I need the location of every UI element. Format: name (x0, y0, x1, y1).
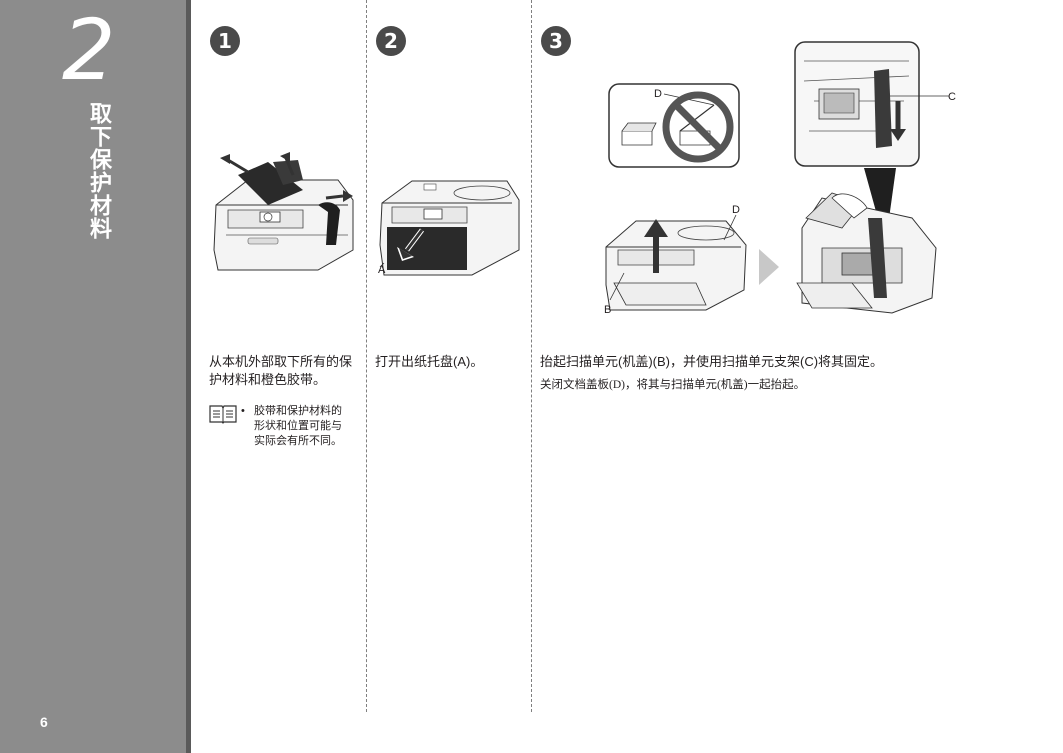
inset-connector (864, 168, 896, 226)
step-3-badge: 3 (541, 26, 571, 56)
sidebar-edge (186, 0, 191, 753)
step-1-text: 从本机外部取下所有的保护材料和橙色胶带。 (209, 354, 353, 387)
step-2-text: 打开出纸托盘(A)。 (375, 354, 484, 369)
label-d-inset: D (654, 88, 662, 100)
step-2-badge: 2 (376, 26, 406, 56)
column-divider (531, 0, 532, 712)
note-bullet: • (241, 405, 245, 417)
step-3-subtext: 关闭文档盖板(D)，将其与扫描单元(机盖)一起抬起。 (540, 379, 806, 391)
step-1-note: 胶带和保护材料的形状和位置可能与实际会有所不同。 (254, 405, 342, 447)
printer-illustration-step3a: D B (604, 205, 747, 316)
step-3-text: 抬起扫描单元(机盖)(B)，并使用扫描单元支架(C)将其固定。 (540, 354, 884, 369)
column-divider (366, 0, 367, 712)
scanner-support-inset: C (794, 41, 956, 167)
chevron-right-icon (759, 249, 779, 285)
printer-illustration-step1 (213, 152, 354, 271)
sidebar (0, 0, 186, 753)
printer-illustration-step2: A (378, 180, 520, 276)
section-number: 2 (62, 1, 116, 99)
label-d: D (732, 205, 740, 216)
section-title: 取下保护材料 (86, 102, 111, 240)
printer-illustration-step3b (796, 192, 937, 314)
step-1-badge: 1 (210, 26, 240, 56)
label-c: C (948, 91, 956, 103)
label-a: A (378, 264, 386, 276)
label-b: B (604, 304, 611, 316)
manual-note-icon (209, 405, 237, 424)
document-cover-inset: D (608, 83, 740, 168)
prohibited-icon (662, 91, 734, 163)
page-number: 6 (40, 714, 48, 730)
